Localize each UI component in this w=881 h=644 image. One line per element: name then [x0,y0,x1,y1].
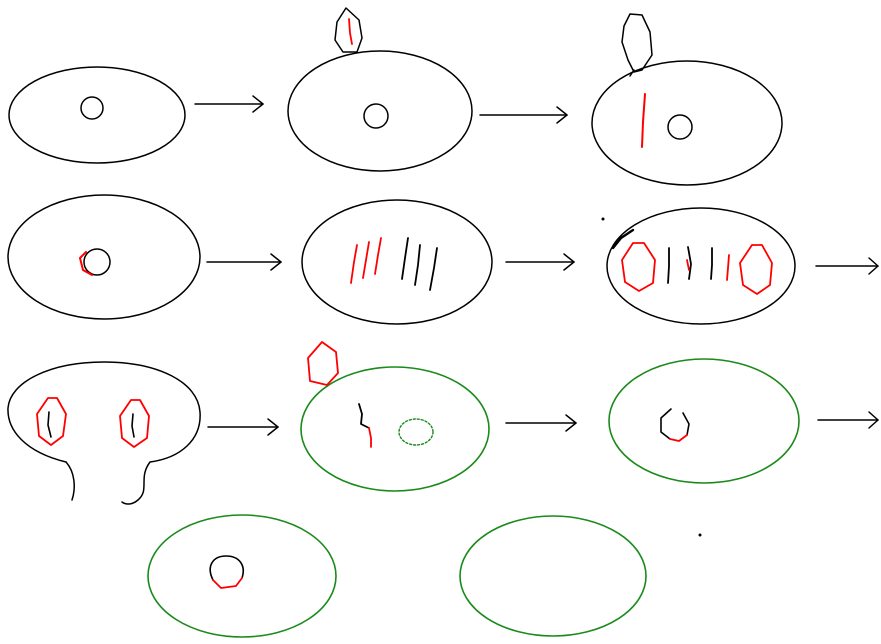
stage-10-cell [147,514,337,638]
cell-membrane [147,514,337,638]
pollen-grain [334,7,363,53]
pollen-tube [621,13,653,73]
mid-chromosomes [667,246,730,284]
arrow-2 [479,106,568,124]
stage-9-cell [608,358,800,484]
cell-membrane [8,66,186,164]
black-chromosomes [401,237,438,291]
cell-membrane [287,50,473,172]
stage-7-cell [7,361,201,505]
pollen-nucleus [348,18,353,45]
chromatid-red [368,427,372,448]
dividing-cell-membrane [7,361,201,505]
stage-6-cell [601,207,796,325]
stage-2-cell [287,7,473,172]
membrane-stub-left [65,461,75,501]
cell-membrane [608,358,800,484]
cell-membrane [459,515,647,637]
arrow-5 [815,257,879,275]
right-daughter-nucleus [739,244,773,295]
chromatid-black [358,403,370,429]
nucleus [83,248,111,276]
nucleus [80,96,104,120]
left-nucleus [36,397,67,446]
fused-nucleus-red [79,251,93,276]
stage-11-cell [459,515,647,637]
pollen-contact [629,69,635,77]
cell-membrane [591,60,783,186]
arrow-7 [505,414,577,432]
arrow-3 [206,253,282,271]
forming-nucleus [398,418,434,446]
cell-membrane [301,199,493,325]
membrane-mark [611,228,635,250]
right-chromatid [131,413,135,438]
arrow-6 [207,418,279,436]
right-nucleus [119,399,150,448]
stage-3-cell [591,13,783,186]
stray-dot [698,533,702,537]
nucleus [667,114,693,140]
cell-membrane [300,366,490,492]
nucleus-black [660,408,690,440]
red-chromosomes [350,237,382,284]
stage-4-cell [7,194,201,320]
cell-membrane [7,194,201,320]
nucleus-red [212,577,243,589]
cell-membrane [606,207,796,325]
escaping-nucleus [307,341,339,386]
left-chromatid [47,411,52,438]
stage-1-cell [8,66,186,164]
nucleus-red [669,434,688,442]
sperm-nucleus [641,93,646,148]
membrane-dot [601,217,605,221]
arrow-4 [505,253,575,271]
left-daughter-nucleus [621,242,656,292]
nucleus-black [209,555,244,581]
nucleus [363,103,389,129]
arrow-8 [817,411,879,429]
arrow-1 [194,95,264,113]
stage-8-cell [300,341,490,492]
stage-5-cell [301,199,493,325]
